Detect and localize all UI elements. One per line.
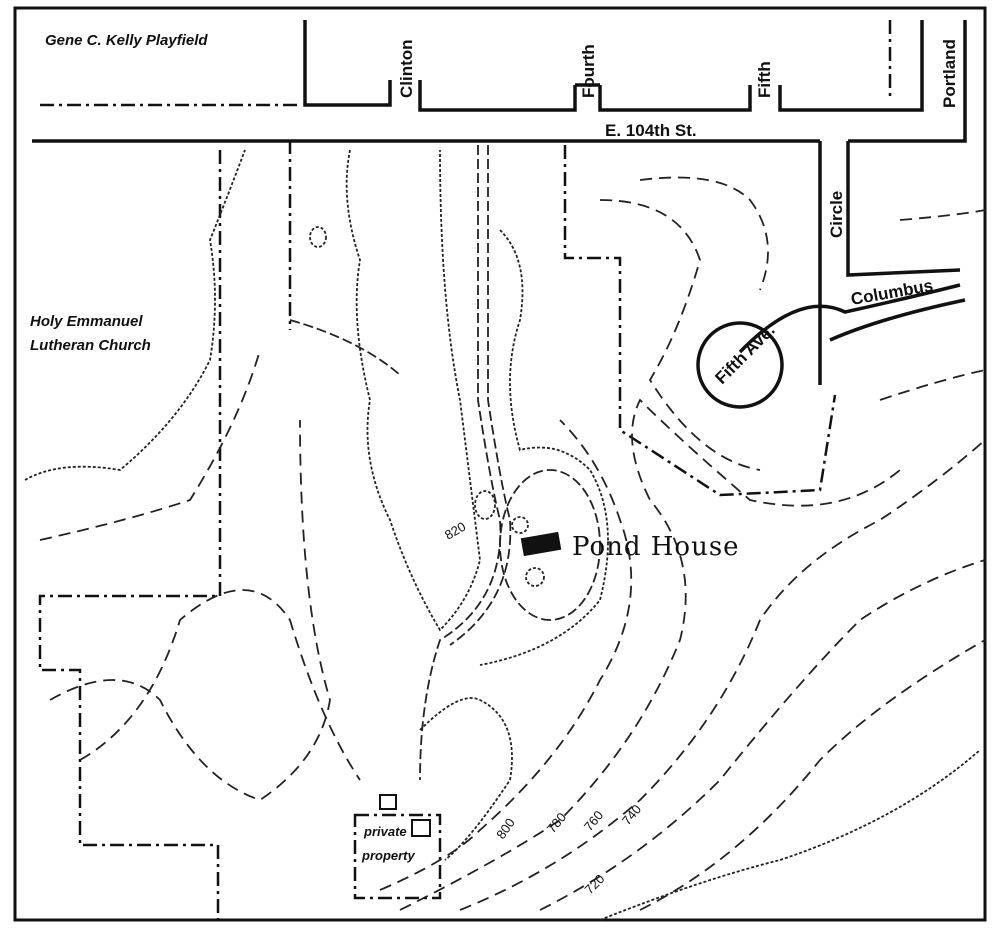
street-fourth: Fourth — [579, 44, 598, 98]
pond-house-building — [520, 531, 562, 557]
private-label-1: private — [363, 824, 407, 839]
private-label-2: property — [361, 848, 416, 863]
street-clinton: Clinton — [397, 39, 416, 98]
park-boundaries — [38, 140, 837, 920]
pond-house-label: Pond House — [572, 532, 740, 562]
street-portland: Portland — [940, 39, 959, 108]
street-circle: Circle — [827, 191, 846, 238]
woodland-edges — [24, 149, 981, 921]
private-property-boundary — [353, 813, 442, 900]
street-e104th: E. 104th St. — [605, 121, 697, 140]
playfield-label: Gene C. Kelly Playfield — [45, 32, 208, 49]
trails — [289, 145, 601, 781]
church-label-1: Holy Emmanuel — [30, 313, 143, 330]
contour-lines — [39, 176, 986, 911]
church-label-2: Lutheran Church — [30, 337, 151, 354]
streets — [32, 20, 967, 409]
street-fifth: Fifth — [755, 61, 774, 98]
map-frame — [13, 6, 987, 922]
